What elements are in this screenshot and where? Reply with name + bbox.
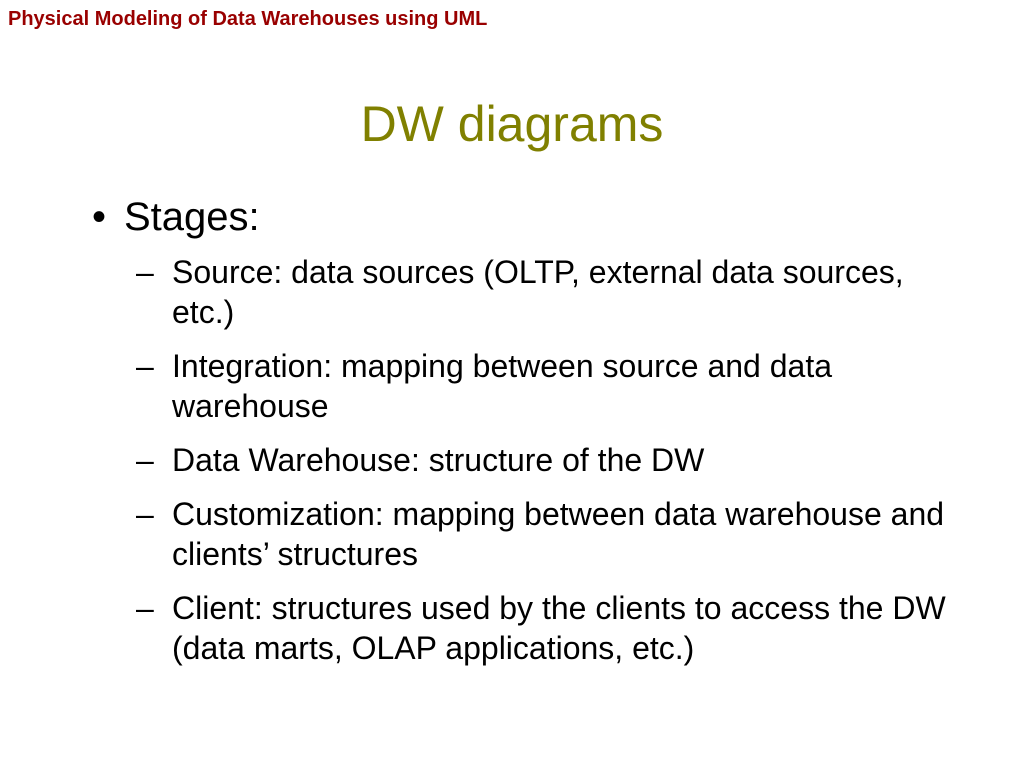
bullet-stages: • Stages: xyxy=(92,190,972,244)
dash-mark: – xyxy=(136,442,154,478)
dash-mark: – xyxy=(136,348,154,384)
dash-mark: – xyxy=(136,254,154,290)
subitem-text: Integration: mapping between source and … xyxy=(172,348,833,424)
dash-mark: – xyxy=(136,590,154,626)
bullet-text: Stages: xyxy=(124,195,260,239)
stages-sublist: – Source: data sources (OLTP, external d… xyxy=(136,252,972,668)
slide-header: Physical Modeling of Data Warehouses usi… xyxy=(8,8,488,30)
subitem-client: – Client: structures used by the clients… xyxy=(136,588,972,668)
slide-title: DW diagrams xyxy=(360,96,664,152)
dash-mark: – xyxy=(136,496,154,532)
subitem-customization: – Customization: mapping between data wa… xyxy=(136,494,972,574)
subitem-integration: – Integration: mapping between source an… xyxy=(136,346,972,426)
subitem-text: Client: structures used by the clients t… xyxy=(172,590,946,666)
bullet-mark: • xyxy=(92,195,107,239)
subitem-source: – Source: data sources (OLTP, external d… xyxy=(136,252,972,332)
subitem-text: Customization: mapping between data ware… xyxy=(172,496,945,572)
subitem-data-warehouse: – Data Warehouse: structure of the DW xyxy=(136,440,972,480)
subitem-text: Data Warehouse: structure of the DW xyxy=(172,442,705,478)
subitem-text: Source: data sources (OLTP, external dat… xyxy=(172,254,904,330)
slide-content: • Stages: – Source: data sources (OLTP, … xyxy=(92,190,972,682)
